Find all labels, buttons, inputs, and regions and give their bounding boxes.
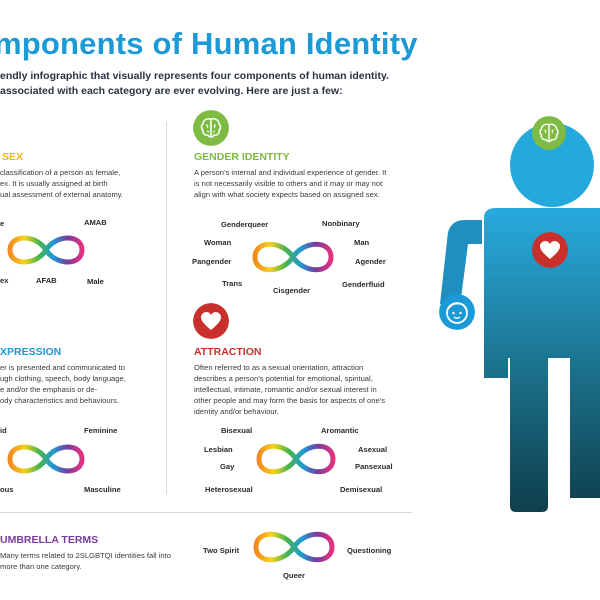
infinity-loop — [7, 444, 85, 474]
umbrella-terms-description-line: Many terms related to 2SLGBTQI identitie… — [0, 551, 171, 560]
expression-description-line: e and/or the emphasis or de- — [0, 385, 98, 394]
heart-icon — [532, 232, 568, 268]
expression-term: ous — [0, 485, 14, 494]
gender-identity-description: A person’s internal and individual exper… — [194, 167, 414, 200]
expression-description-line: ody characteristics and behaviours. — [0, 396, 120, 405]
brain-icon — [532, 116, 566, 150]
expression-description-line: ugh clothing, speech, body language, — [0, 374, 126, 383]
brain-icon — [193, 110, 229, 146]
column-divider — [166, 122, 167, 494]
infinity-loop — [252, 241, 334, 273]
expression-description-line: er is presented and communicated to — [0, 363, 125, 372]
attraction-term: Heterosexual — [205, 485, 253, 494]
expression-term: id — [0, 426, 7, 435]
sex-term: AMAB — [84, 218, 107, 227]
sex-description-line: ual assessment of external anatomy. — [0, 190, 124, 199]
gender-identity-term: Man — [354, 238, 370, 247]
face-icon — [439, 294, 475, 330]
expression-term: Masculine — [84, 485, 121, 494]
sex-term: Male — [87, 277, 104, 286]
attraction-term: Gay — [220, 462, 235, 471]
attraction-description-line: identity and/or behaviour. — [194, 407, 279, 416]
umbrella-terms-description-line: more than one category. — [0, 562, 82, 571]
sex-term: ex — [0, 276, 9, 285]
attraction-term: Aromantic — [321, 426, 359, 435]
expression-term: Feminine — [84, 426, 118, 435]
umbrella-term: Questioning — [347, 546, 392, 555]
gender-identity-description-line: align with what society expects based on… — [194, 190, 380, 199]
attraction-term: Lesbian — [204, 445, 233, 454]
subtitle-line-2: associated with each category are ever e… — [0, 85, 343, 97]
sex-description: classification of a person as female, ex… — [0, 167, 162, 200]
sex-description-line: classification of a person as female, — [0, 168, 121, 177]
umbrella-terms-heading: UMBRELLA TERMS — [0, 534, 99, 546]
human-figure — [440, 123, 600, 512]
sex-term: e — [0, 219, 5, 228]
heart-icon — [193, 303, 229, 339]
attraction-term: Demisexual — [340, 485, 383, 494]
gender-identity-term: Trans — [222, 279, 243, 288]
sex-term: AFAB — [36, 276, 57, 285]
gender-identity-term: Genderfluid — [342, 280, 385, 289]
gender-identity-term: Cisgender — [273, 286, 311, 295]
umbrella-term: Two Spirit — [203, 546, 240, 555]
page-title: mponents of Human Identity — [0, 26, 418, 61]
sex-heading: SEX — [2, 151, 24, 163]
gender-identity-description-line: is not necessarily visible to others and… — [194, 179, 383, 188]
gender-identity-term: Genderqueer — [221, 220, 269, 229]
page-subtitle: endly infographic that visually represen… — [0, 69, 389, 99]
attraction-description-line: describes a person’s potential for emoti… — [194, 374, 373, 383]
section-divider — [0, 512, 412, 513]
attraction-term: Bisexual — [221, 426, 253, 435]
attraction-term: Pansexual — [355, 462, 393, 471]
sex-description-line: ex. It is usually assigned at birth — [0, 179, 108, 188]
infinity-loop — [7, 235, 85, 265]
attraction-heading: ATTRACTION — [194, 346, 262, 358]
gender-identity-heading: GENDER IDENTITY — [194, 151, 290, 163]
expression-description: er is presented and communicated to ugh … — [0, 362, 162, 406]
umbrella-terms-description: Many terms related to 2SLGBTQI identitie… — [0, 550, 185, 572]
attraction-description: Often referred to as a sexual orientatio… — [194, 362, 414, 417]
umbrella-term: Queer — [283, 571, 305, 580]
subtitle-line-1: endly infographic that visually represen… — [0, 70, 389, 82]
infinity-loop — [256, 443, 336, 475]
attraction-description-line: intellectual, intimate, romantic and/or … — [194, 385, 377, 394]
attraction-description-line: other people and may form the basis for … — [194, 396, 386, 405]
gender-identity-description-line: A person’s internal and individual exper… — [194, 168, 387, 177]
gender-identity-term: Agender — [355, 257, 386, 266]
attraction-description-line: Often referred to as a sexual orientatio… — [194, 363, 364, 372]
attraction-term: Asexual — [358, 445, 388, 454]
expression-heading: XPRESSION — [0, 346, 62, 358]
infinity-loop — [253, 531, 335, 563]
gender-identity-term: Nonbinary — [322, 219, 360, 228]
gender-identity-term: Pangender — [192, 257, 232, 266]
gender-identity-term: Woman — [204, 238, 232, 247]
